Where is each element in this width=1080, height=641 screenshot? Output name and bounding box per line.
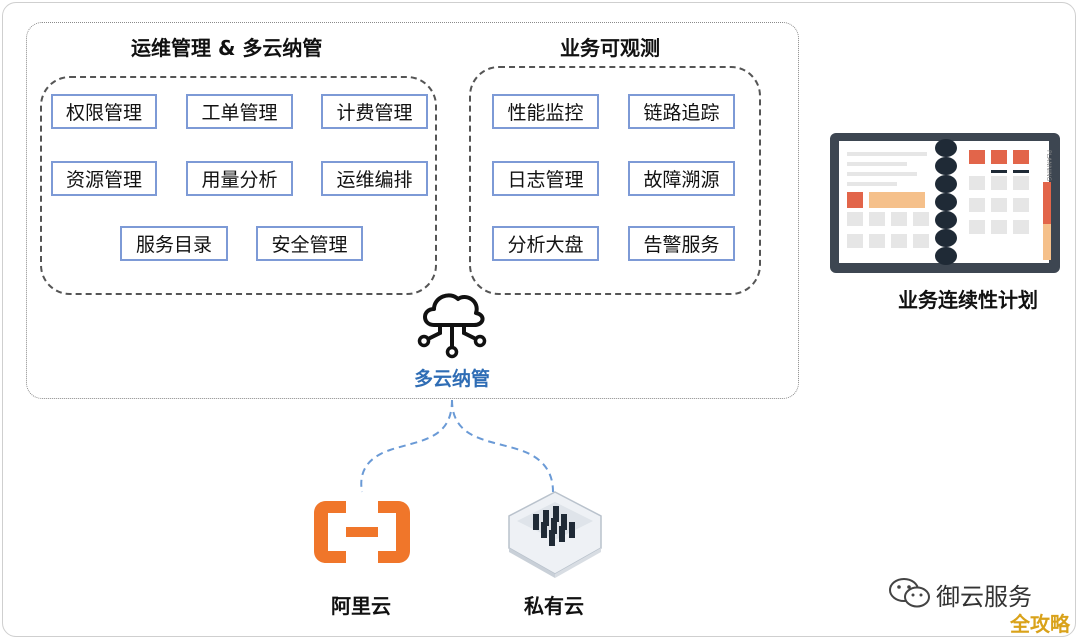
ops-item-permission: 权限管理: [51, 94, 157, 129]
wechat-icon: [889, 578, 930, 608]
planner-notebook-icon: PLANNING: [830, 133, 1060, 273]
server-room-icon: [508, 491, 602, 578]
hub-label: 多云纳管: [413, 368, 490, 390]
ops-item-usage: 用量分析: [186, 161, 293, 196]
observability-group: [469, 66, 761, 295]
provider-label-aliyun: 阿里云: [331, 594, 391, 618]
planner-notebook-text: PLANNING: [1045, 150, 1052, 181]
corner-tag: 全攻略: [1010, 612, 1070, 636]
ops-item-orchestration: 运维编排: [321, 161, 428, 196]
provider-label-private-cloud: 私有云: [524, 594, 584, 618]
obs-item-tracing: 链路追踪: [628, 94, 735, 129]
obs-item-performance: 性能监控: [492, 94, 599, 129]
cloud-network-icon: [417, 293, 487, 359]
watermark-text: 御云服务: [936, 583, 1032, 611]
obs-item-root-cause: 故障溯源: [628, 161, 735, 196]
ops-item-catalog: 服务目录: [120, 226, 228, 261]
connector-aliyun: [360, 399, 453, 493]
ops-item-resource: 资源管理: [51, 161, 157, 196]
connector-private-cloud: [451, 399, 554, 493]
observability-section-title: 业务可观测: [560, 36, 660, 60]
obs-item-logs: 日志管理: [492, 161, 599, 196]
multi-cloud-platform-container: [26, 22, 799, 399]
obs-item-alerting: 告警服务: [628, 226, 735, 261]
ops-item-billing: 计费管理: [321, 94, 428, 129]
bcp-label: 业务连续性计划: [898, 288, 1038, 312]
aliyun-logo-icon: [314, 501, 410, 563]
ops-item-security: 安全管理: [256, 226, 363, 261]
ops-section-title: 运维管理 & 多云纳管: [131, 36, 323, 60]
ops-item-ticket: 工单管理: [186, 94, 293, 129]
obs-item-dashboard: 分析大盘: [492, 226, 599, 261]
ops-group: [40, 76, 437, 295]
